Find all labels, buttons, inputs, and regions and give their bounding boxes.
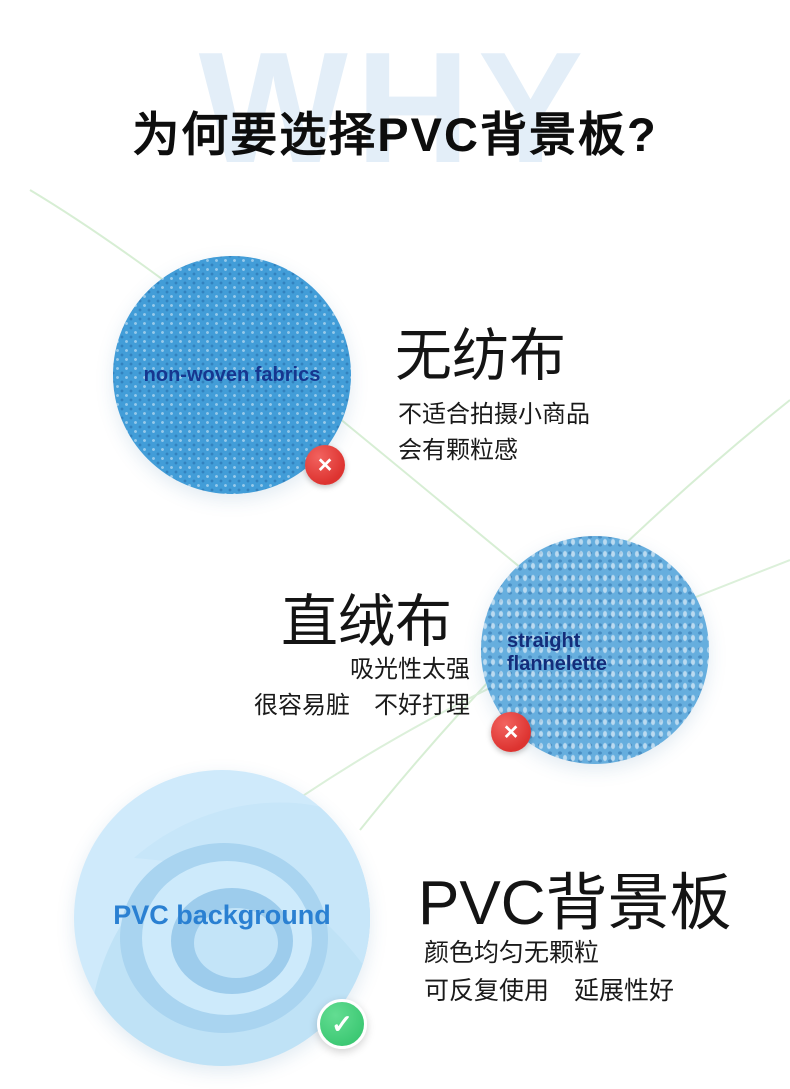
nonwoven-heading: 无纺布 [395,324,566,388]
flannelette-desc-line2: 很容易脏 不好打理 [254,692,470,719]
flannelette-label-line1: straight [507,630,581,652]
nonwoven-description: 不适合拍摄小商品 会有颗粒感 [398,397,590,469]
pvc-roll-illustration [90,802,370,1066]
pvc-description: 颜色均匀无颗粒 可反复使用 延展性好 [424,934,674,1010]
flannelette-desc-line1: 吸光性太强 [350,656,470,683]
pvc-heading: PVC背景板 [418,869,732,938]
pvc-board-swatch: PVC background [74,770,370,1066]
pvc-desc-line2: 可反复使用 延展性好 [424,977,675,1005]
x-glyph: × [503,717,519,746]
check-glyph: ✓ [331,1008,353,1039]
flannelette-heading: 直绒布 [281,590,452,654]
pvc-swatch-label: PVC background [113,900,331,930]
nonwoven-desc-line2: 会有颗粒感 [398,437,518,464]
nonwoven-swatch-label: non-woven fabrics [143,363,321,386]
watermark-text: WHY [198,20,592,196]
page-title: 为何要选择PVC背景板? [132,108,658,161]
accept-check-icon: ✓ [317,999,367,1049]
flannelette-label-line2: flannelette [507,653,608,675]
pvc-desc-line1: 颜色均匀无颗粒 [424,939,600,967]
reject-x-icon: × [305,445,345,485]
x-glyph: × [317,450,333,479]
nonwoven-desc-line1: 不适合拍摄小商品 [398,401,590,428]
flannelette-description: 吸光性太强 很容易脏 不好打理 [254,652,470,724]
reject-x-icon: × [491,712,531,752]
flannelette-swatch-label: straight flannelette [507,630,607,676]
